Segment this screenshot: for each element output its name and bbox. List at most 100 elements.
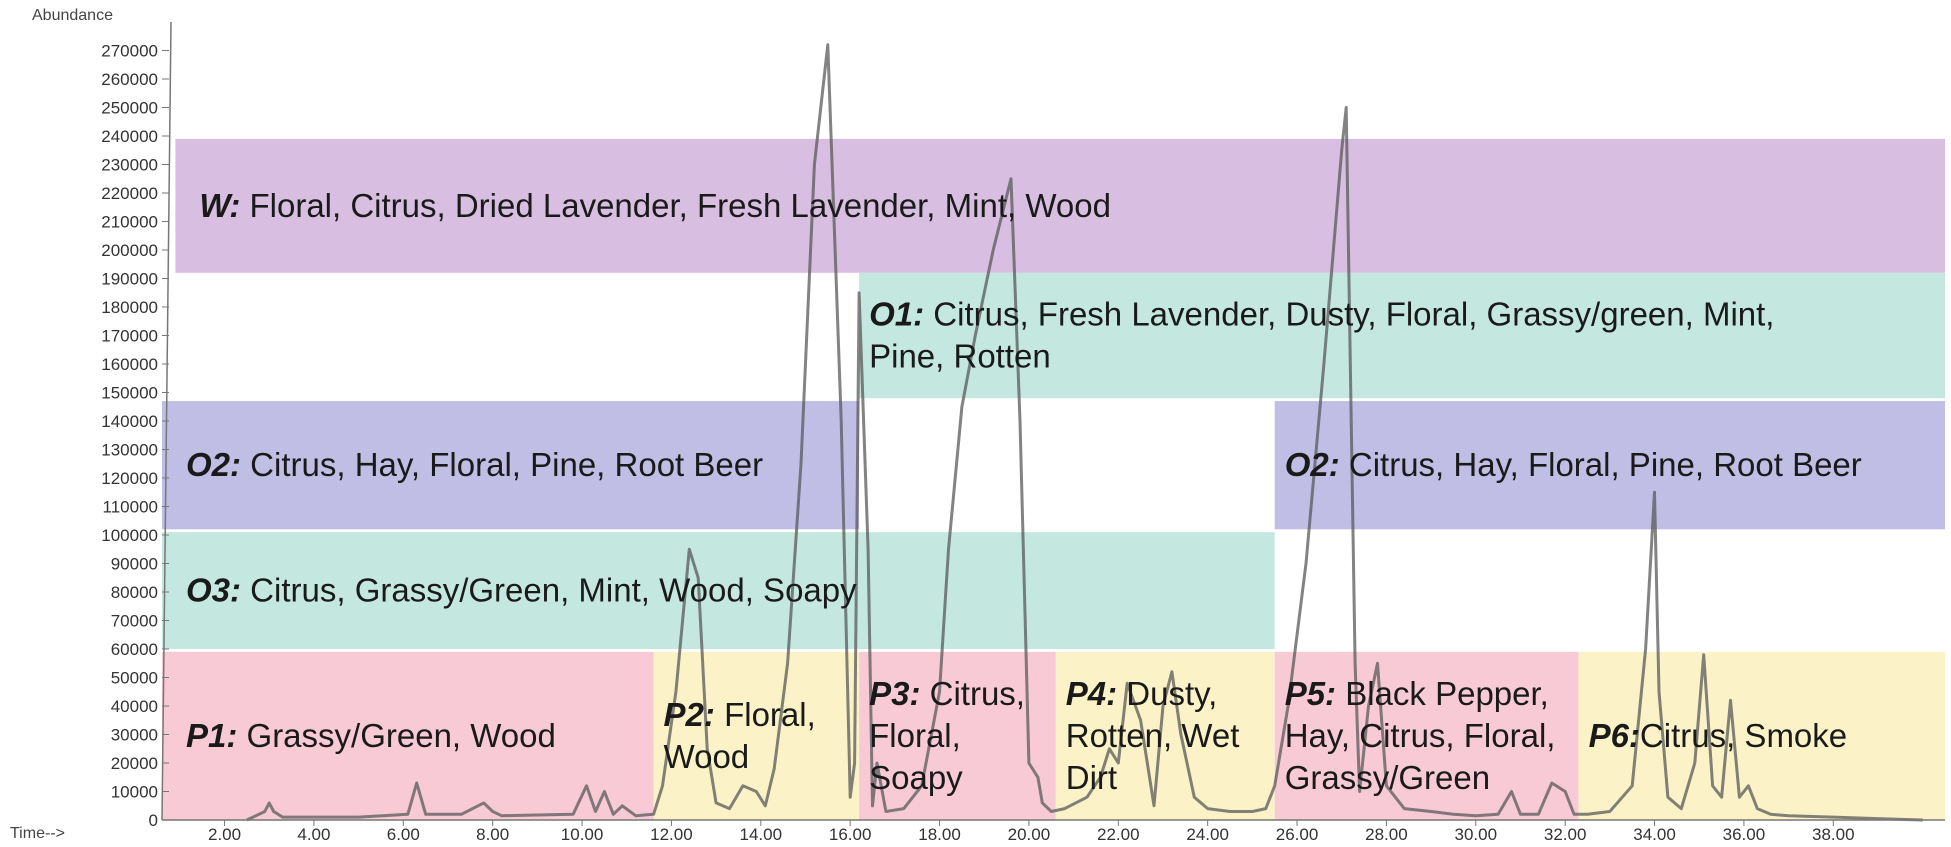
band-code: P4: [1066,675,1117,712]
axes: Abundance Time--> [10,7,1945,842]
y-tick-label: 60000 [111,640,158,659]
odor-band-o2-3 [1274,401,1945,530]
y-axis-title: Abundance [32,7,113,24]
band-code: P5: [1285,675,1336,712]
y-tick-label: 140000 [101,412,158,431]
x-tick-label: 24.00 [1186,825,1229,844]
band-text-line: Dirt [1066,759,1117,796]
y-tick-label: 70000 [111,612,158,631]
odor-bands [162,138,1946,820]
band-code: O1: [869,296,924,333]
band-label-o1-1: O1: Citrus, Fresh Lavender, Dusty, Flora… [869,296,1774,375]
band-text-line: Floral, Citrus, Dried Lavender, Fresh La… [240,187,1111,224]
x-tick-label: 16.00 [829,825,872,844]
y-tick-label: 200000 [101,241,158,260]
band-text-line: Soapy [869,759,963,796]
band-code: O2: [1285,446,1340,483]
y-tick-label: 100000 [101,526,158,545]
band-label-o3-4: O3: Citrus, Grassy/Green, Mint, Wood, So… [186,572,857,609]
chromatogram-trace [246,43,1923,822]
x-tick-label: 10.00 [561,825,604,844]
x-tick-label: 18.00 [918,825,961,844]
band-text-line: Wood [664,738,750,775]
odor-band-o1-1 [859,272,1945,399]
band-text-line: Grassy/Green [1285,759,1490,796]
x-tick-label: 34.00 [1633,825,1676,844]
band-label-p5-9: P5: Black Pepper,Hay, Citrus, Floral,Gra… [1285,675,1556,796]
odor-band-o2-2 [162,401,860,530]
x-tick-label: 28.00 [1365,825,1408,844]
y-tick-label: 0 [149,811,158,830]
x-tick-label: 32.00 [1544,825,1587,844]
band-label-p3-7: P3: Citrus,Floral,Soapy [869,675,1025,796]
y-tick-label: 150000 [101,384,158,403]
y-tick-label: 80000 [111,583,158,602]
band-text-line: Rotten, Wet [1066,717,1240,754]
y-tick-label: 30000 [111,726,158,745]
y-tick-label: 190000 [101,270,158,289]
abundance-trace [246,43,1923,822]
y-tick-label: 10000 [111,783,158,802]
x-tick-label: 22.00 [1097,825,1140,844]
odor-band-p2-6 [653,651,860,820]
x-tick-label: 12.00 [650,825,693,844]
x-tick-label: 20.00 [1008,825,1051,844]
y-tick-label: 110000 [103,498,158,517]
band-text-line: Grassy/Green, Wood [237,717,556,754]
y-tick-label: 210000 [101,213,158,232]
x-axis-title: Time--> [10,825,65,842]
x-tick-label: 6.00 [387,825,420,844]
y-tick-label: 250000 [101,99,158,118]
y-tick-label: 170000 [101,327,158,346]
band-text-line: Hay, Citrus, Floral, [1285,717,1556,754]
band-code: O3: [186,572,241,609]
odor-band-p5-9 [1274,651,1579,820]
odor-band-p1-5 [162,651,654,820]
x-tick-label: 38.00 [1812,825,1855,844]
band-labels: W: Floral, Citrus, Dried Lavender, Fresh… [186,187,1862,796]
band-text-line: Dusty, [1117,675,1217,712]
band-label-w-0: W: Floral, Citrus, Dried Lavender, Fresh… [199,187,1111,224]
band-text-line: Floral, [869,717,961,754]
band-label-o2-3: O2: Citrus, Hay, Floral, Pine, Root Beer [1285,446,1862,483]
x-tick-label: 26.00 [1276,825,1319,844]
x-tick-label: 4.00 [297,825,330,844]
band-code: P6: [1589,717,1640,754]
band-text-line: Floral, [715,696,816,733]
x-tick-label: 2.00 [208,825,241,844]
y-tick-label: 220000 [101,184,158,203]
band-text-line: Citrus, Hay, Floral, Pine, Root Beer [1340,446,1862,483]
y-tick-label: 230000 [101,156,158,175]
band-code: P3: [869,675,920,712]
band-code: P1: [186,717,237,754]
y-tick-label: 90000 [111,555,158,574]
odor-band-o3-4 [162,532,1275,649]
band-text-line: Citrus, Smoke [1640,717,1847,754]
band-text-line: Citrus, Grassy/Green, Mint, Wood, Soapy [241,572,857,609]
y-tick-label: 260000 [101,70,158,89]
y-tick-label: 240000 [101,127,158,146]
y-tick-label: 20000 [111,754,158,773]
y-tick-label: 180000 [101,298,158,317]
band-code: P2: [664,696,715,733]
y-tick-label: 160000 [101,355,158,374]
odor-band-p3-7 [859,651,1056,820]
band-label-p6-10: P6:Citrus, Smoke [1589,717,1848,754]
odor-band-p6-10 [1578,651,1945,820]
band-code: O2: [186,446,241,483]
band-text-line: Pine, Rotten [869,338,1051,375]
y-tick-labels: 0 10000 20000 30000 40000 50000 60000 70000 8000… [101,42,169,830]
y-tick-label: 40000 [111,697,158,716]
y-tick-label: 120000 [101,469,158,488]
band-label-o2-2: O2: Citrus, Hay, Floral, Pine, Root Beer [186,446,763,483]
band-label-p1-5: P1: Grassy/Green, Wood [186,717,556,754]
x-tick-label: 8.00 [476,825,509,844]
y-tick-label: 50000 [111,669,158,688]
band-text-line: Citrus, Hay, Floral, Pine, Root Beer [241,446,763,483]
x-tick-label: 30.00 [1455,825,1498,844]
y-tick-label: 130000 [101,441,158,460]
band-label-p2-6: P2: Floral, Wood [664,696,816,775]
